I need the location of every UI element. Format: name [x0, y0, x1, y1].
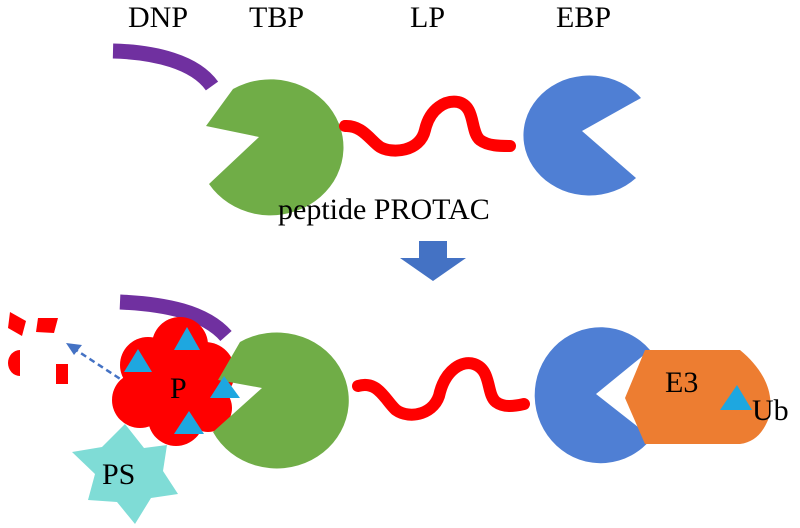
linker-peptide-bottom — [352, 357, 530, 421]
label-ebp: EBP — [556, 1, 611, 34]
fragment-piece — [8, 350, 20, 376]
fragment-piece — [36, 318, 58, 333]
dnp-peptide-bottom — [119, 294, 232, 342]
label-dnp: DNP — [128, 1, 188, 34]
linker-peptide-top — [339, 95, 516, 157]
label-tbp: TBP — [249, 1, 304, 34]
ub-triangle — [720, 385, 752, 410]
caption-peptide-protac: peptide PROTAC — [278, 193, 490, 226]
label-e3: E3 — [665, 366, 698, 399]
label-lp: LP — [410, 1, 445, 34]
ps-star — [72, 424, 178, 524]
fragment-piece — [56, 364, 68, 384]
e3-ligase — [625, 350, 771, 444]
degradation-arrowhead — [66, 343, 82, 355]
ub-triangle — [210, 376, 240, 398]
ebp-binder-top — [523, 75, 641, 196]
label-p: P — [170, 372, 187, 405]
fragment-piece — [8, 312, 26, 336]
tbp-binder-bottom — [213, 332, 349, 469]
ebp-binder-bottom — [534, 327, 652, 464]
down-arrow — [400, 241, 466, 281]
dnp-peptide-top — [112, 43, 219, 91]
degradation-arrow — [75, 348, 129, 386]
label-ps: PS — [102, 458, 135, 491]
ub-triangle — [174, 327, 200, 350]
ub-triangle — [124, 349, 152, 372]
tbp-binder-top — [206, 79, 344, 216]
ub-triangle — [174, 411, 204, 434]
label-ub: Ub — [752, 394, 789, 427]
